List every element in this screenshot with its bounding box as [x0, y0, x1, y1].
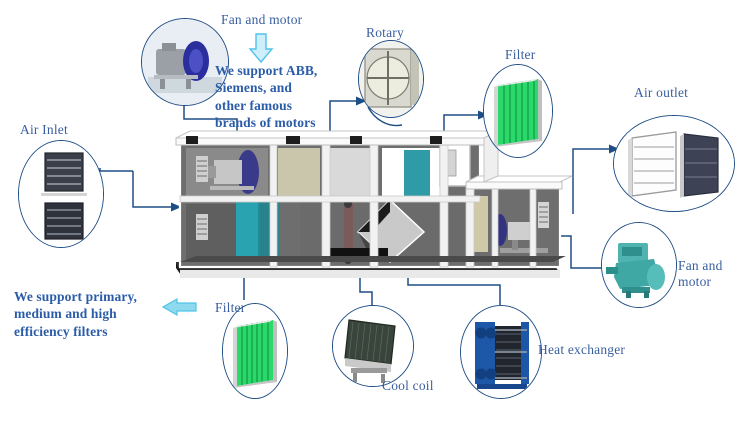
label-heat-exchanger: Heat exchanger: [538, 342, 626, 357]
callout-motor-photo-right: [601, 222, 677, 308]
label-filter-top: Filter: [505, 47, 536, 62]
label-cool-coil: Cool coil: [382, 378, 434, 393]
label-air-outlet: Air outlet: [634, 85, 689, 100]
promo-motors-text: We support ABB, Siemens, and other famou…: [215, 63, 318, 130]
callout-filter-photo-bottom: [222, 303, 288, 399]
label-fan-and-motor-top: Fan and motor: [221, 12, 303, 27]
promo-filters-text: We support primary, medium and high effi…: [14, 289, 138, 339]
label-fan-and-motor-right: Fan and motor: [678, 258, 723, 289]
label-filter-bottom: Filter: [215, 300, 246, 315]
callout-fan-motor-photo: [141, 18, 229, 106]
motor-image-right: [602, 223, 676, 307]
panel-filter-image-top: [484, 65, 552, 157]
panel-filter-image-bottom: [223, 304, 287, 398]
callout-cool-coil-photo: [332, 305, 414, 387]
label-rotary: Rotary: [366, 25, 404, 40]
rotary-wheel-image: [359, 41, 423, 117]
air-outlet-louver-image: [614, 116, 734, 211]
callout-filter-photo-top: [483, 64, 553, 158]
label-air-inlet: Air Inlet: [20, 122, 68, 137]
callout-rotary-photo: [358, 40, 424, 118]
cool-coil-image: [333, 306, 413, 386]
plate-heat-exchanger-image: [461, 306, 541, 398]
callout-air-outlet-photo: [613, 115, 735, 212]
fan-motor-image: [142, 19, 228, 105]
callout-heat-exchanger-photo: [460, 305, 542, 399]
callout-air-inlet-photo: [18, 140, 104, 248]
air-inlet-louver-image: [19, 141, 103, 247]
